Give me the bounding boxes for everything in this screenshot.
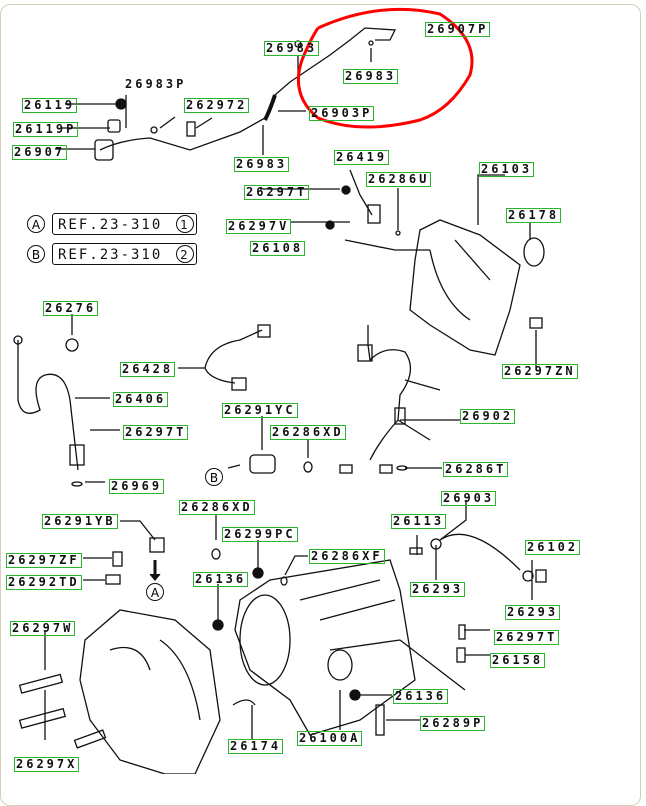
part-label-26293[interactable]: 26293 bbox=[410, 582, 466, 597]
part-label-26286XD[interactable]: 26286XD bbox=[179, 500, 255, 515]
part-label-26119[interactable]: 26119 bbox=[22, 98, 78, 113]
parts-drawing bbox=[13, 7, 547, 774]
part-label-26903P[interactable]: 26903P bbox=[309, 106, 375, 121]
part-label-26983[interactable]: 26983 bbox=[264, 41, 320, 56]
part-label-26907P[interactable]: 26907P bbox=[425, 22, 491, 37]
part-label-26406[interactable]: 26406 bbox=[113, 392, 169, 407]
part-label-26297T[interactable]: 26297T bbox=[123, 425, 189, 440]
connector-marker-b: B bbox=[205, 468, 223, 486]
part-label-26178[interactable]: 26178 bbox=[506, 208, 562, 223]
ref-marker-b: B bbox=[27, 245, 45, 263]
part-label-26428[interactable]: 26428 bbox=[120, 362, 176, 377]
ref-text: REF.23-310 bbox=[58, 247, 163, 263]
diagram-panel bbox=[0, 4, 641, 806]
ref-box-b[interactable]: REF.23-310 2 bbox=[52, 243, 197, 265]
part-label-26174[interactable]: 26174 bbox=[228, 739, 284, 754]
part-label-26297T[interactable]: 26297T bbox=[494, 630, 560, 645]
part-label-26103[interactable]: 26103 bbox=[479, 162, 535, 177]
part-label-26299PC[interactable]: 26299PC bbox=[222, 527, 298, 542]
part-label-26983[interactable]: 26983 bbox=[234, 157, 290, 172]
part-label-26297T[interactable]: 26297T bbox=[244, 185, 310, 200]
ref-number: 2 bbox=[176, 245, 194, 263]
part-label-262972[interactable]: 262972 bbox=[184, 98, 250, 113]
part-label-26292TD[interactable]: 26292TD bbox=[6, 575, 82, 590]
part-label-26102[interactable]: 26102 bbox=[525, 540, 581, 555]
part-label-26297W[interactable]: 26297W bbox=[10, 621, 76, 636]
part-label-26291YB[interactable]: 26291YB bbox=[42, 514, 118, 529]
part-label-26983P: 26983P bbox=[125, 77, 187, 91]
part-label-26136[interactable]: 26136 bbox=[393, 689, 449, 704]
part-label-26136[interactable]: 26136 bbox=[193, 572, 249, 587]
part-label-26297X[interactable]: 26297X bbox=[14, 757, 80, 772]
part-label-26286T[interactable]: 26286T bbox=[443, 462, 509, 477]
part-label-26293[interactable]: 26293 bbox=[505, 605, 561, 620]
part-label-26297V[interactable]: 26297V bbox=[226, 219, 292, 234]
part-label-26100A[interactable]: 26100A bbox=[297, 731, 363, 746]
part-label-26113[interactable]: 26113 bbox=[391, 514, 447, 529]
part-label-26286U[interactable]: 26286U bbox=[366, 172, 432, 187]
part-label-26108[interactable]: 26108 bbox=[250, 241, 306, 256]
part-label-26291YC[interactable]: 26291YC bbox=[222, 403, 298, 418]
ref-box-a[interactable]: REF.23-310 1 bbox=[52, 213, 197, 235]
part-label-26907[interactable]: 26907 bbox=[12, 145, 68, 160]
part-label-26297ZN[interactable]: 26297ZN bbox=[502, 364, 578, 379]
part-label-26289P[interactable]: 26289P bbox=[420, 716, 486, 731]
part-label-26158[interactable]: 26158 bbox=[490, 653, 546, 668]
ref-marker-a: A bbox=[27, 215, 45, 233]
ref-text: REF.23-310 bbox=[58, 217, 163, 233]
part-label-26286XF[interactable]: 26286XF bbox=[309, 549, 385, 564]
part-label-26419[interactable]: 26419 bbox=[334, 150, 390, 165]
ref-number: 1 bbox=[176, 215, 194, 233]
part-label-26969[interactable]: 26969 bbox=[109, 479, 165, 494]
part-label-26902[interactable]: 26902 bbox=[460, 409, 516, 424]
part-label-26286XD[interactable]: 26286XD bbox=[270, 425, 346, 440]
part-label-26276[interactable]: 26276 bbox=[43, 301, 99, 316]
part-label-26297ZF[interactable]: 26297ZF bbox=[6, 553, 82, 568]
connector-marker-a: A bbox=[146, 583, 164, 601]
part-label-26119P[interactable]: 26119P bbox=[13, 122, 79, 137]
part-label-26903[interactable]: 26903 bbox=[441, 491, 497, 506]
part-label-26983[interactable]: 26983 bbox=[343, 69, 399, 84]
